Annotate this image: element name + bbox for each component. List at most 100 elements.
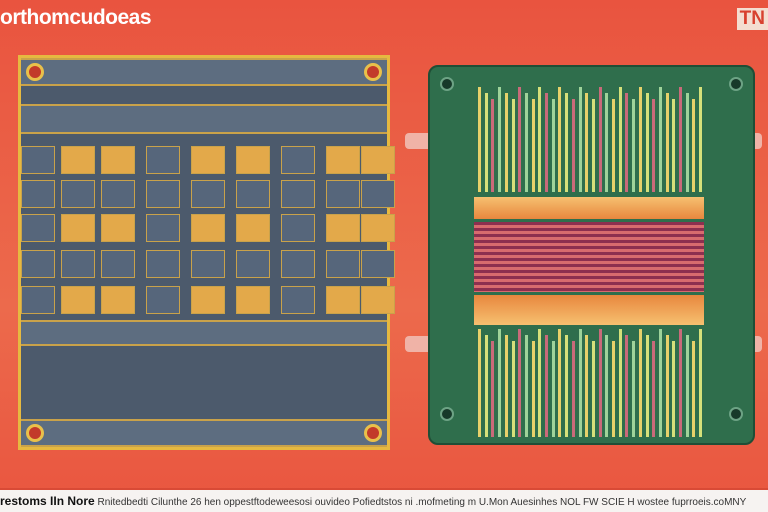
circuit-board-illustration	[428, 65, 755, 445]
pin	[504, 93, 508, 192]
pin	[585, 93, 589, 192]
pin	[524, 93, 528, 192]
pin	[511, 341, 515, 437]
chip-cell	[61, 250, 95, 278]
chip-cell	[61, 286, 95, 314]
chip-cell	[236, 286, 270, 314]
chip-cell	[236, 214, 270, 242]
pin	[632, 99, 636, 192]
chip-cell	[191, 146, 225, 174]
screw-icon	[729, 407, 743, 421]
pin	[545, 93, 548, 192]
pin	[672, 341, 676, 437]
chip-cell	[326, 180, 360, 208]
chip-bottom-band	[21, 419, 387, 447]
pin	[598, 87, 602, 192]
chip-cell	[281, 286, 315, 314]
chip-cell	[281, 214, 315, 242]
chip-cell	[326, 146, 360, 174]
chip-cell	[61, 214, 95, 242]
pin	[478, 329, 481, 437]
heatsink-bar	[474, 197, 704, 219]
screw-icon	[440, 77, 454, 91]
chip-cell	[191, 286, 225, 314]
screw-icon	[440, 407, 454, 421]
chip-cell	[326, 286, 360, 314]
pin	[699, 87, 703, 192]
pin	[551, 99, 555, 192]
pin	[518, 329, 522, 437]
chip-cell	[281, 146, 315, 174]
pin	[504, 335, 508, 437]
chip-cell	[361, 146, 395, 174]
pin	[699, 329, 703, 437]
pin	[511, 99, 515, 192]
footer-lead: restoms IIn Nore	[0, 494, 95, 508]
chip-cell	[326, 214, 360, 242]
pin	[638, 87, 642, 192]
chip-cell	[236, 146, 270, 174]
chip-cell	[191, 180, 225, 208]
pin	[484, 93, 488, 192]
mount-hole-icon	[364, 63, 382, 81]
chip-cell	[146, 180, 180, 208]
pin	[618, 87, 622, 192]
chip-cell	[191, 250, 225, 278]
pin	[672, 99, 676, 192]
chip-cell	[101, 180, 135, 208]
chip-cell	[326, 250, 360, 278]
pin	[578, 329, 582, 437]
pin	[565, 93, 569, 192]
screw-icon	[729, 77, 743, 91]
chip-cell	[21, 146, 55, 174]
chip-cell	[146, 250, 180, 278]
processor-chip-illustration	[18, 55, 395, 450]
chip-cell	[21, 286, 55, 314]
pin	[578, 87, 582, 192]
chip-cell	[361, 214, 395, 242]
chip-cell	[61, 146, 95, 174]
pin	[551, 341, 555, 437]
chip-cell	[21, 214, 55, 242]
pin	[491, 341, 495, 437]
pin	[665, 335, 669, 437]
chip-cell	[21, 250, 55, 278]
chip-cell	[101, 214, 135, 242]
chip-cell	[236, 180, 270, 208]
chip-cell	[146, 286, 180, 314]
heatsink-bar	[474, 295, 704, 325]
pin	[585, 335, 589, 437]
chip-cell	[21, 180, 55, 208]
pin	[531, 341, 535, 437]
corner-badge: TN	[736, 8, 768, 30]
chip-cell	[146, 146, 180, 174]
pin	[558, 329, 562, 437]
pin	[538, 329, 542, 437]
chip-lower-band	[21, 320, 387, 346]
pin	[591, 341, 595, 437]
pin	[665, 93, 669, 192]
pin	[558, 87, 562, 192]
pin	[692, 99, 696, 192]
chip-cell	[101, 286, 135, 314]
chip-cell	[281, 250, 315, 278]
pin	[531, 99, 535, 192]
footer-text: Rnitedbedti Cilunthe 26 hen oppestftodew…	[97, 497, 747, 508]
pin	[685, 93, 689, 192]
pin	[692, 341, 696, 437]
pin	[625, 335, 629, 437]
chip-cell	[281, 180, 315, 208]
chip-top-band	[21, 58, 387, 86]
chip-cell	[61, 180, 95, 208]
pin	[625, 93, 629, 192]
chip-cell	[191, 214, 225, 242]
pin	[679, 329, 682, 437]
pin	[658, 329, 662, 437]
pin	[498, 87, 502, 192]
pin	[478, 87, 481, 192]
pin	[591, 99, 595, 192]
pin	[498, 329, 502, 437]
mount-hole-icon	[364, 424, 382, 442]
header-title: orthomcudoeas	[0, 6, 152, 29]
heatsink-fins	[474, 222, 704, 292]
